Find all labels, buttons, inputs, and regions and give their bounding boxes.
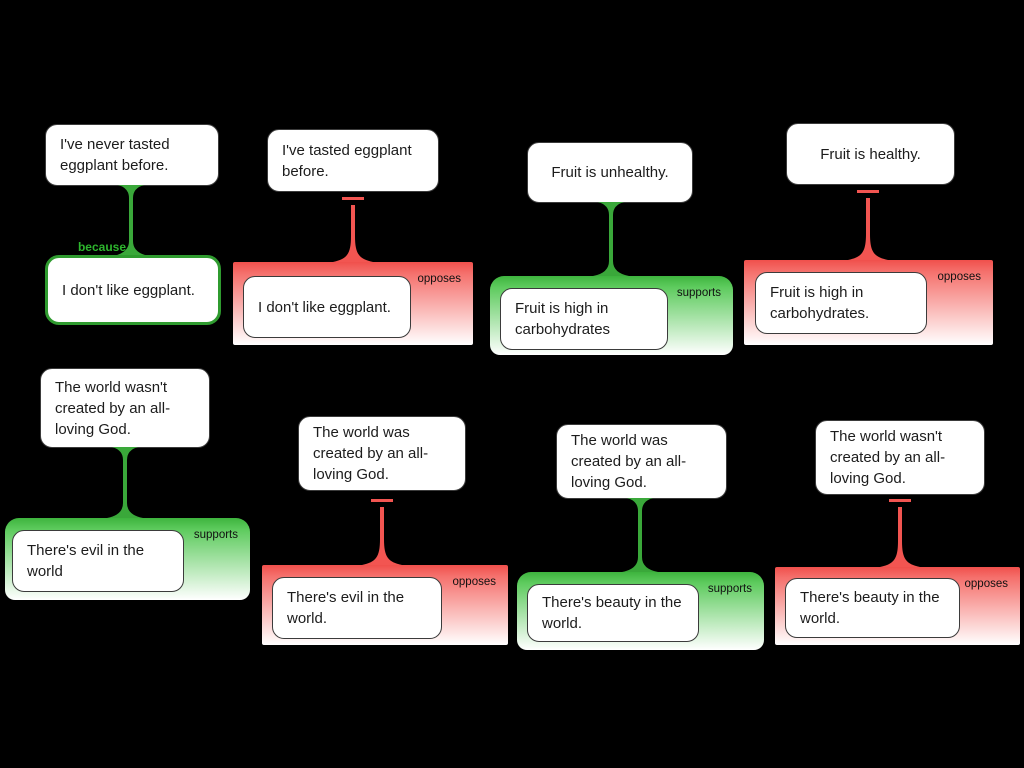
premise-box[interactable]: There's beauty in the world.	[785, 578, 960, 638]
claim-box[interactable]: The world wasn't created by an all-lovin…	[40, 368, 210, 448]
claim-box[interactable]: I've never tasted eggplant before.	[45, 124, 219, 186]
claim-box[interactable]: The world was created by an all-loving G…	[556, 424, 727, 499]
premise-text: There's evil in the world.	[287, 589, 405, 627]
claim-box[interactable]: The world was created by an all-loving G…	[298, 416, 466, 491]
oppose-edge[interactable]	[329, 197, 377, 262]
support-edge[interactable]	[107, 185, 155, 256]
relation-label: supports	[193, 529, 238, 541]
claim-box[interactable]: I've tasted eggplant before.	[267, 129, 439, 192]
premise-box[interactable]: Fruit is high in carbohydrates	[500, 288, 668, 350]
support-container[interactable]: supports There's evil in the world	[5, 518, 250, 600]
premise-box[interactable]: I don't like eggplant.	[45, 255, 221, 325]
premise-box[interactable]: There's evil in the world	[12, 530, 184, 592]
premise-text: There's evil in the world	[27, 542, 145, 580]
premise-text: There's beauty in the world.	[800, 589, 940, 627]
support-edge[interactable]	[587, 202, 635, 276]
claim-text: The world was created by an all-loving G…	[571, 432, 687, 491]
claim-text: I've never tasted eggplant before.	[60, 136, 170, 174]
claim-text: The world wasn't created by an all-lovin…	[830, 428, 946, 487]
relation-label: supports	[676, 287, 721, 299]
oppose-container[interactable]: opposes I don't like eggplant.	[233, 262, 473, 345]
support-edge[interactable]	[616, 498, 664, 572]
claim-text: Fruit is unhealthy.	[551, 164, 669, 181]
relation-label: opposes	[964, 578, 1008, 590]
support-edge[interactable]	[101, 447, 149, 518]
premise-box[interactable]: Fruit is high in carbohydrates.	[755, 272, 927, 334]
claim-box[interactable]: Fruit is healthy.	[786, 123, 955, 185]
premise-text: There's beauty in the world.	[542, 594, 682, 632]
relation-label: supports	[707, 583, 752, 595]
claim-text: The world was created by an all-loving G…	[313, 424, 429, 483]
claim-text: Fruit is healthy.	[820, 145, 921, 163]
oppose-container[interactable]: opposes Fruit is high in carbohydrates.	[744, 260, 993, 345]
premise-box[interactable]: There's beauty in the world.	[527, 584, 699, 642]
because-label: because	[77, 240, 126, 254]
premise-text: Fruit is high in carbohydrates	[515, 300, 611, 338]
support-container[interactable]: supports Fruit is high in carbohydrates	[490, 276, 733, 355]
oppose-edge[interactable]	[876, 499, 924, 567]
support-container[interactable]: supports There's beauty in the world.	[517, 572, 764, 650]
oppose-edge[interactable]	[358, 499, 406, 565]
claim-text: The world wasn't created by an all-lovin…	[55, 378, 171, 438]
oppose-container[interactable]: opposes There's beauty in the world.	[775, 567, 1020, 645]
premise-text: I don't like eggplant.	[62, 281, 195, 299]
claim-text: I've tasted eggplant before.	[282, 141, 412, 180]
oppose-container[interactable]: opposes There's evil in the world.	[262, 565, 508, 645]
oppose-edge[interactable]	[844, 190, 892, 260]
relation-label: opposes	[937, 271, 981, 283]
premise-box[interactable]: I don't like eggplant.	[243, 276, 411, 338]
premise-text: I don't like eggplant.	[258, 298, 391, 316]
claim-box[interactable]: Fruit is unhealthy.	[527, 142, 693, 203]
claim-box[interactable]: The world wasn't created by an all-lovin…	[815, 420, 985, 495]
premise-text: Fruit is high in carbohydrates.	[770, 284, 870, 322]
relation-label: opposes	[417, 273, 461, 285]
premise-box[interactable]: There's evil in the world.	[272, 577, 442, 639]
relation-label: opposes	[452, 576, 496, 588]
